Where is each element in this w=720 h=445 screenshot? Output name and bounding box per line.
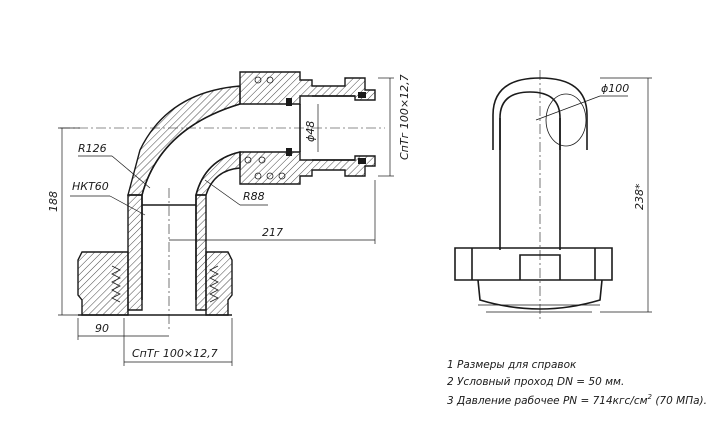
side-union-nut xyxy=(454,247,613,281)
dim-thread-bottom: СпТг 100×12,7 xyxy=(123,318,233,366)
dim-188: 188 xyxy=(47,127,80,316)
pipe-lower-wall xyxy=(239,151,376,185)
bearing-balls xyxy=(244,76,286,180)
label-217: 217 xyxy=(262,226,283,239)
note-2: 2 Условный проход DN = 50 мм. xyxy=(447,376,624,388)
pipe-upper-wall xyxy=(239,71,376,105)
nkt-thread-nipple xyxy=(141,195,197,300)
leader-r88: R88 xyxy=(204,179,268,206)
label-r126: R126 xyxy=(78,142,107,155)
dim-238: 238* xyxy=(600,77,652,313)
vertical-pipe-right-wall xyxy=(195,194,207,311)
dim-thread-right: СпТг 100×12,7 xyxy=(378,74,411,177)
note-3-tail: (70 МПа). xyxy=(652,395,707,407)
elbow-outer-wall xyxy=(127,85,241,196)
leader-nkt60: НКТ60 xyxy=(70,180,146,216)
label-188: 188 xyxy=(47,191,60,212)
label-90: 90 xyxy=(95,322,109,335)
side-vertical-pipe xyxy=(499,118,561,250)
label-thread-right: СпТг 100×12,7 xyxy=(398,74,411,160)
label-238: 238* xyxy=(633,183,646,210)
leader-r126: R126 xyxy=(78,142,151,189)
label-phi48: ϕ48 xyxy=(304,121,317,142)
elbow-bore xyxy=(141,103,241,196)
elbow-arch-inner xyxy=(499,91,561,150)
dim-90: 90 xyxy=(77,318,169,340)
thread-teeth-left xyxy=(111,265,121,303)
label-r88: R88 xyxy=(243,190,265,203)
section-view: 188 90 217 ϕ48 СпТг 100×12,7 xyxy=(47,71,411,366)
note-1: 1 Размеры для справок xyxy=(447,359,577,371)
union-nut-right xyxy=(205,251,233,316)
label-phi100: ϕ100 xyxy=(601,82,629,95)
note-3-main: 3 Давление рабочее PN = 714кгс/см xyxy=(447,395,648,407)
side-base-plate xyxy=(478,304,600,313)
dim-217: 217 xyxy=(169,180,376,244)
dim-phi48: ϕ48 xyxy=(304,104,319,152)
label-nkt60: НКТ60 xyxy=(72,180,109,193)
end-cap xyxy=(545,93,587,147)
thread-teeth-right xyxy=(209,265,219,303)
seal-rings xyxy=(286,92,366,164)
note-3-superscript: 2 xyxy=(648,393,653,401)
side-view: ϕ100 238* xyxy=(454,70,652,320)
union-nut-left xyxy=(77,251,129,316)
note-3: 3 Давление рабочее PN = 714кгс/см2 (70 М… xyxy=(447,393,707,407)
notes: 1 Размеры для справок 2 Условный проход … xyxy=(447,359,707,407)
elbow-inner-wall xyxy=(195,151,241,196)
label-thread-bottom: СпТг 100×12,7 xyxy=(132,347,218,360)
dim-phi100: ϕ100 xyxy=(535,82,629,121)
